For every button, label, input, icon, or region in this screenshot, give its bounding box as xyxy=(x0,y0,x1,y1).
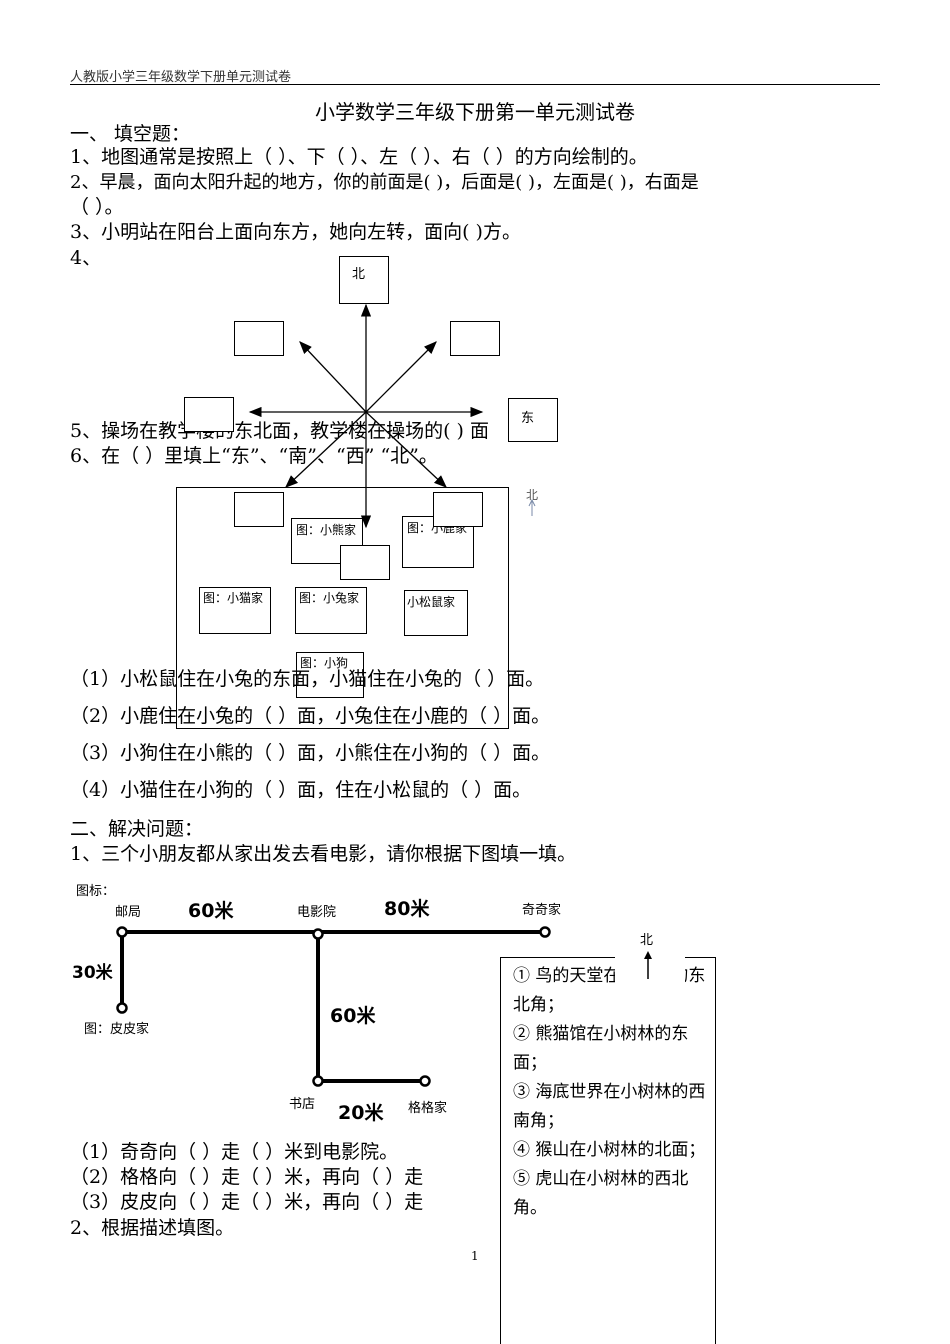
compass-northeast-box[interactable] xyxy=(450,321,500,356)
gege-home-label: 格格家 xyxy=(408,1101,448,1116)
map-frame xyxy=(176,487,509,729)
page-number: 1 xyxy=(471,1249,479,1263)
route-diagram xyxy=(116,926,551,1087)
squirrel-house: 小松鼠家 xyxy=(404,590,468,636)
question-1: 1、地图通常是按照上（ ）、下（ ）、左（ ）、右（ ）的方向绘制的。 xyxy=(70,146,648,168)
map-question-3: （3）小狗住在小熊的（ ）面，小熊住在小狗的（ ）面。 xyxy=(70,742,551,764)
map-question-4: （4）小猫住在小狗的（ ）面，住在小松鼠的（ ）面。 xyxy=(70,779,532,801)
clue-5: ⑤ 虎山在小树林的西北角。 xyxy=(513,1169,689,1218)
compass-southeast-box[interactable] xyxy=(433,492,483,527)
compass-diagram xyxy=(248,303,484,529)
question-2: 2、早晨，面向太阳升起的地方，你的前面是( )，后面是( )，左面是( )，右面… xyxy=(70,172,699,193)
running-header: 人教版小学三年级数学下册单元测试卷 xyxy=(70,70,292,85)
header-rule xyxy=(70,84,880,85)
clue-north-label: 北 xyxy=(640,933,654,948)
question-6: 6、在（ ）里填上“东”、“南”、“西” “北”。 xyxy=(70,445,438,467)
compass-east-box[interactable]: 东 xyxy=(508,398,558,442)
distance-60m-a: 60米 xyxy=(188,900,234,922)
distance-80m: 80米 xyxy=(384,898,430,920)
map-question-1: （1）小松鼠住在小兔的东面，小猫住在小兔的（ ）面。 xyxy=(70,668,545,690)
page-title: 小学数学三年级下册第一单元测试卷 xyxy=(315,100,635,124)
compass-west-box[interactable] xyxy=(184,397,234,432)
distance-30m: 30米 xyxy=(72,963,113,983)
question-5: 5、操场在教学楼的东北面，教学楼在操场的( ) 面 xyxy=(70,420,489,442)
route-question-3: （3）皮皮向（ ）走（ ）米，再向（ ）走 xyxy=(70,1191,424,1213)
qiqi-home-label: 奇奇家 xyxy=(522,903,562,918)
question-4: 4、 xyxy=(70,247,102,269)
dog-house: 图：小狗 xyxy=(296,652,364,698)
clue-2: ② 熊猫馆在小树林的东面； xyxy=(513,1024,689,1073)
question-2-cont: （ ）。 xyxy=(70,196,124,218)
pipi-home-label: 图：皮皮家 xyxy=(84,1022,150,1037)
map-question-2: （2）小鹿住在小兔的（ ）面，小兔住在小鹿的（ ）面。 xyxy=(70,705,551,727)
clue-4: ④ 猴山在小树林的北面； xyxy=(513,1140,706,1160)
section1-heading: 一、 填空题： xyxy=(70,123,191,145)
clue-box: ① 鸟的天堂在小树林的东北角； ② 熊猫馆在小树林的东面； ③ 海底世界在小树林… xyxy=(500,957,716,1344)
question-3: 3、小明站在阳台上面向东方，她向左转，面向( )方。 xyxy=(70,221,521,243)
compass-south-box[interactable] xyxy=(340,545,390,580)
rabbit-house: 图：小兔家 xyxy=(295,587,367,634)
cat-house: 图：小猫家 xyxy=(199,587,271,634)
problem-2: 2、根据描述填图。 xyxy=(70,1217,235,1239)
clue-north-arrow-icon xyxy=(644,951,652,979)
clue-north-backdrop xyxy=(615,923,685,983)
compass-north-box[interactable]: 北 xyxy=(339,256,389,304)
distance-60m-b: 60米 xyxy=(330,1005,376,1027)
distance-20m: 20米 xyxy=(338,1102,384,1124)
route-question-1: （1）奇奇向（ ）走（ ）米到电影院。 xyxy=(70,1141,399,1163)
section2-heading: 二、解决问题： xyxy=(70,818,204,840)
route-question-2: （2）格格向（ ）走（ ）米，再向（ ）走 xyxy=(70,1166,424,1188)
post-office-label: 邮局 xyxy=(115,905,142,920)
compass-northwest-box[interactable] xyxy=(234,321,284,356)
clue-3: ③ 海底世界在小树林的西南角； xyxy=(513,1082,706,1131)
map-north-label: 北 xyxy=(526,488,539,502)
problem-1: 1、三个小朋友都从家出发去看电影，请你根据下图填一填。 xyxy=(70,843,577,865)
map-north-arrow-icon xyxy=(528,498,536,516)
bookstore-label: 书店 xyxy=(289,1097,316,1112)
compass-southwest-box[interactable] xyxy=(234,492,284,527)
route-legend: 图标： xyxy=(76,884,116,899)
cinema-label: 电影院 xyxy=(297,905,337,920)
